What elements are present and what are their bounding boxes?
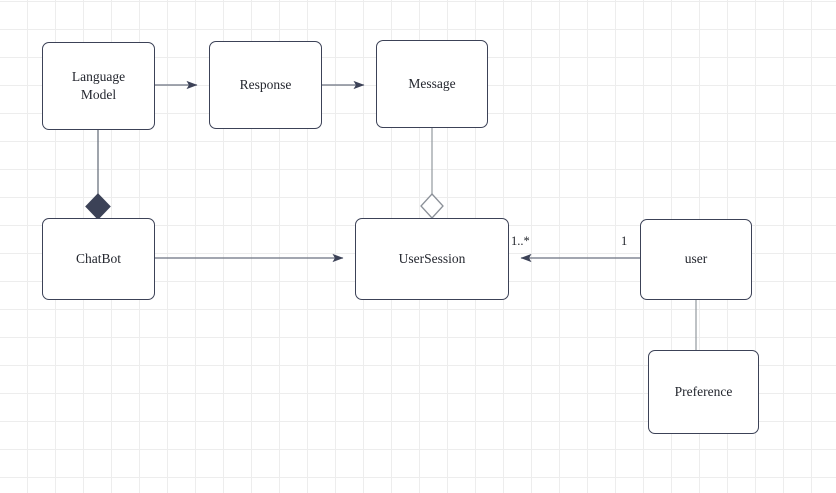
node-label-preference: Preference	[674, 383, 733, 399]
node-user-session[interactable]: UserSession	[355, 218, 509, 300]
node-label-user-session: UserSession	[398, 250, 466, 266]
node-label-user: user	[684, 251, 708, 267]
node-label-message: Message	[408, 75, 456, 91]
node-user[interactable]: user	[640, 219, 752, 300]
node-preference[interactable]: Preference	[648, 350, 759, 434]
filled-diamond-icon	[85, 193, 111, 220]
node-response[interactable]: Response	[209, 41, 322, 129]
node-label-language-model: Language Model	[71, 68, 126, 102]
node-chatbot[interactable]: ChatBot	[42, 218, 155, 300]
node-label-chatbot: ChatBot	[75, 250, 121, 266]
node-language-model[interactable]: Language Model	[42, 42, 155, 130]
edge-message-to-user-session	[420, 128, 444, 219]
node-message[interactable]: Message	[376, 40, 488, 128]
edge-language-model-to-chatbot	[85, 130, 111, 220]
multiplicity-label-user-session: 1..*	[511, 234, 530, 248]
multiplicity-label-user: 1	[621, 234, 628, 248]
hollow-diamond-icon	[420, 193, 444, 219]
node-label-response: Response	[239, 76, 292, 92]
